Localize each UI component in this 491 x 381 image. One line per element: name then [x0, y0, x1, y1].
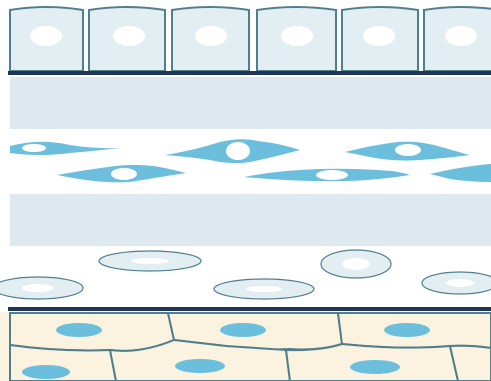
oval-nucleus	[131, 258, 169, 264]
epithelial-nucleus	[363, 26, 395, 46]
spindle-cell-layer	[10, 139, 491, 182]
cuboidal-nucleus	[56, 323, 102, 337]
epithelial-nucleus	[113, 26, 145, 46]
oval-nucleus	[446, 279, 474, 287]
epithelial-nucleus	[281, 26, 313, 46]
epithelial-nucleus	[445, 26, 477, 46]
spindle-cell	[430, 164, 491, 182]
epithelial-nucleus	[195, 26, 227, 46]
stroma-band-1	[10, 77, 491, 129]
spindle-nucleus	[316, 170, 348, 180]
spindle-nucleus	[111, 168, 137, 180]
cuboidal-layer	[0, 312, 491, 381]
stroma-band-2	[10, 194, 491, 246]
oval-cell-layer	[0, 250, 491, 299]
epithelial-nucleus	[30, 26, 62, 46]
cuboidal-nucleus	[384, 323, 430, 337]
epithelium-layer	[10, 7, 491, 71]
oval-nucleus	[246, 286, 282, 292]
cuboidal-nucleus	[22, 365, 70, 379]
oval-nucleus	[22, 284, 54, 292]
cuboidal-nucleus	[175, 359, 225, 373]
cuboidal-nucleus	[220, 323, 266, 337]
spindle-nucleus	[395, 144, 421, 156]
cuboidal-nucleus	[350, 360, 400, 374]
spindle-nucleus	[226, 142, 250, 160]
cuboidal-cell	[450, 346, 491, 381]
spindle-nucleus	[22, 144, 46, 152]
oval-nucleus	[342, 258, 370, 270]
